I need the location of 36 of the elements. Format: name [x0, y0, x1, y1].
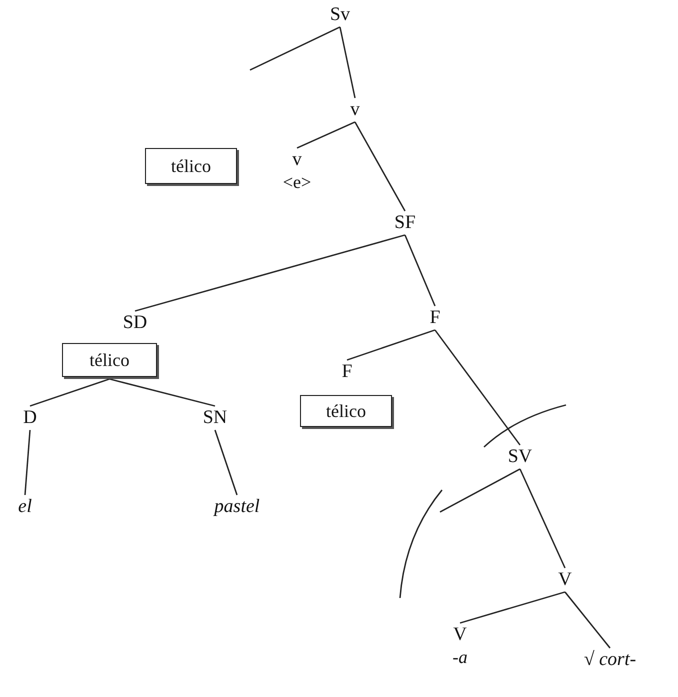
tree-branch [354, 122, 406, 212]
tree-branch [564, 592, 611, 648]
tree-branch [519, 468, 566, 568]
category-label: Sv [330, 5, 350, 25]
tree-branch [460, 591, 566, 624]
tree-branch [339, 26, 356, 98]
tree-branch [346, 329, 436, 361]
category-label: √ cort- [584, 650, 636, 670]
leaf-word: el [18, 497, 32, 517]
tree-branch [134, 234, 406, 312]
category-label: D [23, 408, 37, 428]
tree-branch [30, 378, 110, 407]
node-annotation: -a [452, 647, 468, 667]
feature-box: télico [62, 343, 157, 377]
category-label: SF [394, 213, 416, 233]
node-annotation: <e> [282, 172, 312, 192]
category-label: V [558, 570, 572, 590]
tree-branch [434, 330, 521, 446]
leaf-word: pastel [214, 497, 260, 517]
category-label: SN [202, 408, 228, 428]
tree-branch [214, 430, 238, 496]
category-label: SD [122, 313, 148, 333]
category-label: F [430, 308, 440, 328]
tree-branch [404, 234, 436, 306]
tree-branch [440, 468, 520, 513]
category-label: V [453, 625, 467, 645]
category-label: F [342, 362, 352, 382]
tree-branch [296, 121, 356, 149]
tree-branch [250, 26, 340, 71]
tree-branch [24, 430, 31, 496]
category-label: SV [508, 447, 532, 467]
feature-box: télico [300, 395, 392, 427]
feature-box: télico [145, 148, 237, 184]
category-label: v [350, 100, 360, 120]
tree-branch [109, 378, 216, 407]
category-label: v [292, 150, 302, 170]
